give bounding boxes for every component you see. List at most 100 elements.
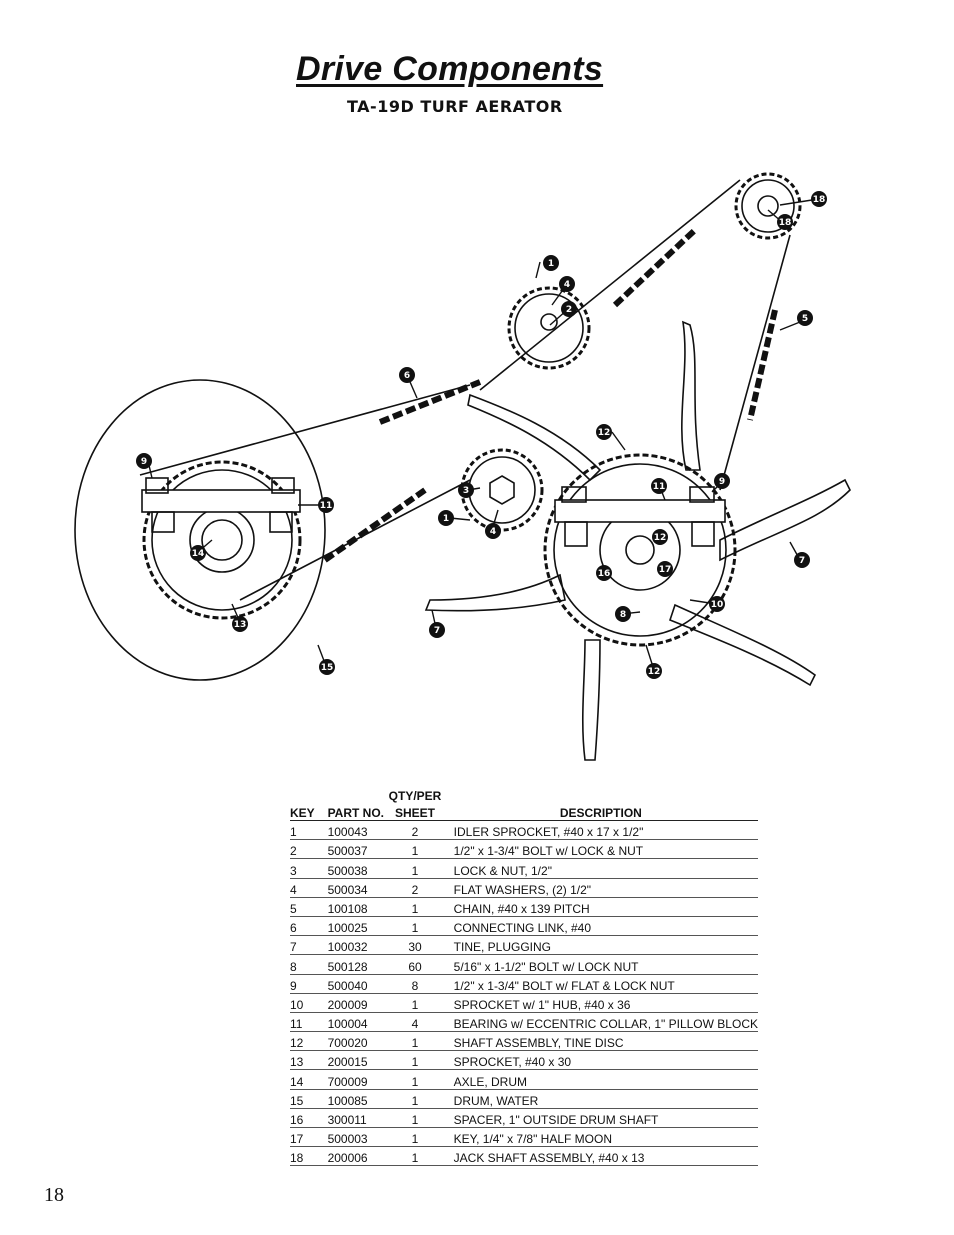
key-cell: 15 [290, 1089, 328, 1109]
qty-cell: 2 [386, 820, 444, 841]
table-header-row: KEY PART NO. SHEET DESCRIPTION [290, 803, 758, 821]
qty-per-header: QTY/PER [388, 789, 442, 803]
description-cell: 5/16" x 1-1/2" BOLT w/ LOCK NUT [443, 954, 758, 975]
part-no-cell: 200015 [327, 1050, 387, 1071]
table-header-row-top: QTY/PER [290, 786, 758, 803]
description-cell: AXLE, DRUM [443, 1069, 758, 1090]
qty-cell: 1 [386, 897, 444, 917]
part-no-cell: 100025 [327, 916, 387, 937]
qty-cell: 1 [386, 1050, 444, 1071]
right-bearing-bar [554, 499, 726, 523]
key-cell: 3 [290, 858, 328, 879]
qty-cell: 1 [386, 993, 444, 1013]
svg-text:9: 9 [141, 457, 147, 467]
callout-2: 2 [561, 301, 577, 317]
qty-cell: 1 [386, 1031, 444, 1052]
jack-shaft-sprocket [734, 172, 802, 240]
callout-11-right: 11 [651, 478, 667, 494]
callout-3: 3 [458, 482, 474, 498]
svg-text:18: 18 [779, 218, 792, 228]
part-no-cell: 500034 [327, 878, 387, 898]
svg-text:10: 10 [711, 600, 724, 610]
key-cell: 11 [290, 1012, 328, 1033]
tine-lower [581, 639, 601, 761]
qty-cell: 4 [386, 1012, 444, 1033]
key-cell: 4 [290, 878, 328, 898]
tine-upper-left [467, 393, 602, 482]
callout-1-lower: 1 [438, 510, 454, 526]
tine-right [719, 478, 851, 562]
svg-text:12: 12 [648, 667, 661, 677]
callout-4: 4 [559, 276, 575, 292]
key-cell: 17 [290, 1127, 328, 1148]
key-cell: 12 [290, 1031, 328, 1052]
tine-lower-right [669, 603, 817, 687]
water-drum [74, 379, 326, 681]
callout-17: 17 [657, 561, 673, 577]
description-cell: SPROCKET w/ 1" HUB, #40 x 36 [443, 993, 758, 1013]
qty-cell: 1 [386, 1127, 444, 1148]
qty-cell: 30 [386, 935, 444, 956]
parts-table: QTY/PER KEY PART NO. SHEET DESCRIPTION 1… [290, 786, 758, 1167]
callout-7-left: 7 [429, 622, 445, 638]
svg-text:13: 13 [234, 620, 247, 630]
part-no-cell: 500037 [327, 839, 387, 860]
tine-upper-right [681, 320, 701, 471]
part-no-cell: 200006 [327, 1146, 387, 1167]
svg-text:4: 4 [564, 280, 570, 290]
key-cell: 10 [290, 993, 328, 1013]
qty-cell: 2 [386, 878, 444, 898]
svg-text:8: 8 [620, 610, 626, 620]
idler-sprocket-lower [460, 448, 544, 532]
drum-sprocket [142, 460, 302, 620]
page-title: Drive Components [296, 50, 604, 88]
description-cell: JACK SHAFT ASSEMBLY, #40 x 13 [443, 1146, 758, 1167]
callout-16: 16 [596, 565, 612, 581]
svg-text:1: 1 [548, 259, 554, 269]
svg-text:11: 11 [320, 501, 333, 511]
col-part-no: PART NO. [327, 803, 387, 821]
svg-text:9: 9 [719, 477, 725, 487]
key-cell: 5 [290, 897, 328, 917]
callout-18-b: 18 [777, 214, 793, 230]
col-description: DESCRIPTION [443, 803, 758, 821]
description-cell: SPROCKET, #40 x 30 [443, 1050, 758, 1071]
svg-text:4: 4 [490, 527, 496, 537]
idler-sprocket-top [507, 286, 591, 370]
callout-1: 1 [543, 255, 559, 271]
part-no-cell: 100085 [327, 1089, 387, 1109]
key-cell: 1 [290, 820, 328, 841]
svg-text:7: 7 [434, 626, 440, 636]
svg-text:5: 5 [802, 314, 808, 324]
page-subtitle: TA-19D TURF AERATOR [347, 97, 563, 116]
svg-text:18: 18 [813, 195, 826, 205]
part-no-cell: 100032 [327, 935, 387, 956]
callout-8: 8 [615, 606, 631, 622]
description-cell: CONNECTING LINK, #40 [443, 916, 758, 937]
key-cell: 6 [290, 916, 328, 937]
key-cell: 14 [290, 1069, 328, 1090]
description-cell: CHAIN, #40 x 139 PITCH [443, 897, 758, 917]
description-cell: DRUM, WATER [443, 1089, 758, 1109]
qty-cell: 8 [386, 974, 444, 994]
callout-4-lower: 4 [485, 523, 501, 539]
callout-9-left: 9 [136, 453, 152, 469]
col-key: KEY [290, 803, 328, 821]
svg-text:11: 11 [653, 482, 666, 492]
description-cell: BEARING w/ ECCENTRIC COLLAR, 1" PILLOW B… [443, 1012, 758, 1033]
key-cell: 9 [290, 974, 328, 994]
part-no-cell: 700009 [327, 1069, 387, 1090]
description-cell: KEY, 1/4" x 7/8" HALF MOON [443, 1127, 758, 1148]
callout-13: 13 [232, 616, 248, 632]
description-cell: TINE, PLUGGING [443, 935, 758, 956]
